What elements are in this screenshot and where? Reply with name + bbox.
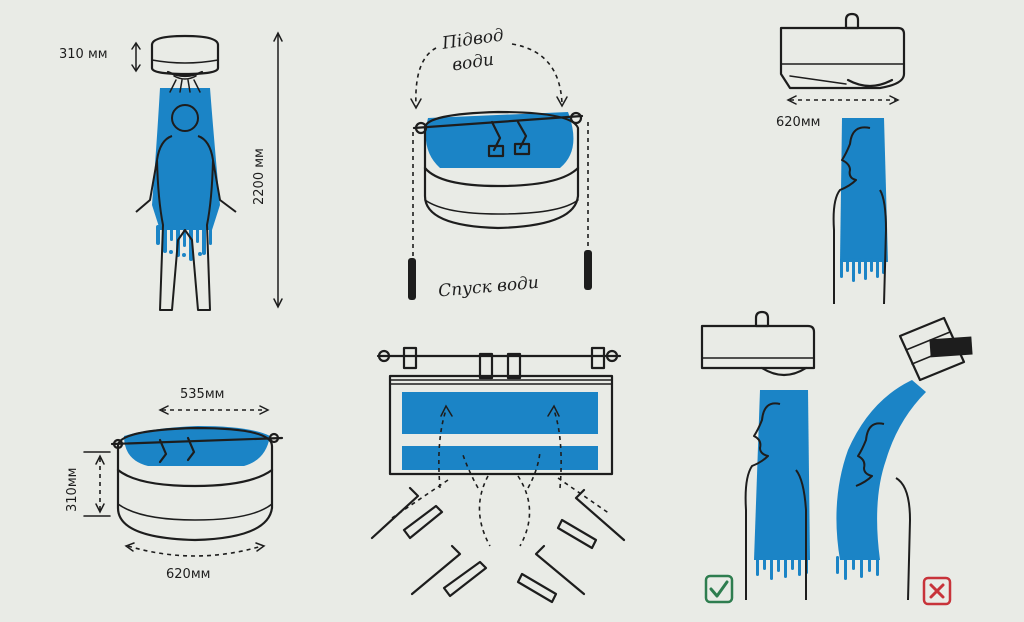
water-spray-wrong — [836, 380, 926, 601]
panel-tank-dimensions: 535мм 310мм 620мм — [65, 387, 284, 582]
correct-mark — [704, 574, 734, 604]
panel-water-connection: Підвод води Спуск води — [408, 25, 592, 301]
label-535-mm: 535мм — [180, 387, 224, 402]
bucket-wrong — [898, 316, 973, 382]
label-310-mm: 310 мм — [59, 47, 108, 62]
panel-height-dimensions: 310 мм — [59, 31, 283, 311]
device-side-view — [150, 34, 220, 80]
panel-correct-vs-wrong — [700, 310, 973, 606]
panel-mounting — [370, 346, 626, 604]
water-spray-correct — [744, 390, 810, 600]
label-supply-line1: Підвод — [440, 25, 505, 54]
tank-front-view — [376, 346, 622, 489]
tank-oblique-view — [412, 110, 584, 230]
wrong-mark — [922, 576, 952, 606]
cross-icon — [922, 576, 952, 606]
label-620-mm-bottom: 620мм — [166, 567, 210, 582]
water-spray — [152, 79, 220, 261]
tank-oblique-small — [110, 426, 284, 542]
check-icon — [704, 574, 734, 604]
label-2200-mm: 2200 мм — [252, 148, 267, 205]
total-height-dimension: 2200 мм — [252, 31, 283, 309]
width-620-dimension: 620мм — [776, 95, 900, 130]
wall-anchors — [370, 475, 626, 604]
device-correct — [700, 310, 816, 377]
label-620-mm-top: 620мм — [776, 115, 820, 130]
device-side-view-large — [779, 12, 906, 90]
height-310-dimension: 310мм — [65, 451, 111, 517]
label-supply-line2: води — [451, 50, 495, 76]
person-figure — [135, 104, 237, 311]
label-310-mm-bottom: 310мм — [65, 468, 80, 512]
width-620-dimension-bottom: 620мм — [124, 542, 266, 582]
panel-width-dimension: 620мм — [776, 12, 906, 305]
width-535-dimension: 535мм — [158, 387, 270, 415]
label-drain: Спуск води — [438, 273, 540, 302]
device-height-dimension: 310 мм — [59, 41, 141, 73]
water-spray-profile — [840, 118, 888, 282]
